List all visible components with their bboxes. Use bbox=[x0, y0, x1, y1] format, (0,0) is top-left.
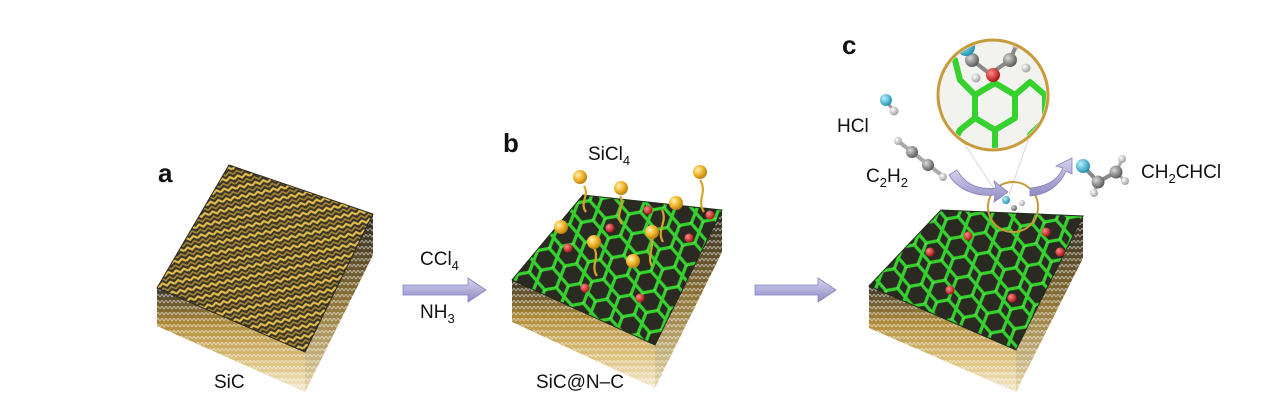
sic-n-c-label: SiC@N–C bbox=[536, 372, 624, 393]
sic-label: SiC bbox=[214, 372, 245, 393]
c2h2-sub2: 2 bbox=[900, 175, 908, 190]
hcl-label: HCl bbox=[837, 116, 869, 137]
sicl4-main: SiCl bbox=[588, 144, 623, 165]
sicl4-label: SiCl4 bbox=[588, 144, 630, 167]
ch2chcl-sub: 2 bbox=[1168, 171, 1176, 186]
sicl4-leaving-molecules bbox=[582, 179, 705, 277]
nitrogen-dopant-atoms-c bbox=[925, 227, 1065, 303]
sic-n-c-slab bbox=[511, 194, 723, 388]
c2h2-label: C2H2 bbox=[866, 166, 908, 189]
c2h2-sub1: 2 bbox=[879, 175, 887, 190]
reagent-nh3-sub: 3 bbox=[447, 311, 455, 326]
panel-letter-c: c bbox=[842, 30, 857, 60]
reaction-arrow-ab bbox=[402, 277, 487, 303]
silicon-atom-balls bbox=[554, 165, 707, 268]
reagent-nh3-label: NH3 bbox=[420, 302, 455, 325]
catalyst-slab bbox=[868, 209, 1084, 392]
reagent-nh3-main: NH bbox=[420, 302, 448, 323]
c2h2-h: H bbox=[886, 166, 901, 187]
reagent-ccl4-sub: 4 bbox=[451, 258, 459, 273]
ch2chcl-label: CH2CHCl bbox=[1141, 162, 1222, 185]
c2h2-c: C bbox=[866, 166, 880, 187]
reagent-ccl4-main: CCl bbox=[420, 249, 452, 270]
ch2chcl-ch: CH bbox=[1141, 162, 1169, 183]
hcl-molecule bbox=[880, 94, 899, 116]
nitrogen-dopant-atoms-b bbox=[563, 205, 715, 303]
sicl4-sub: 4 bbox=[622, 153, 631, 168]
panel-letter-a: a bbox=[158, 158, 173, 188]
ch2chcl-tail: CHCl bbox=[1175, 162, 1222, 183]
zoomed-active-site bbox=[936, 38, 1050, 152]
reagent-ccl4-label: CCl4 bbox=[420, 249, 459, 272]
vinyl-chloride-molecule bbox=[1076, 155, 1129, 197]
desorption-arrow bbox=[1029, 157, 1073, 197]
panel-letter-b: b bbox=[503, 128, 519, 158]
sic-slab bbox=[156, 164, 374, 392]
adsorption-arrow bbox=[948, 169, 1009, 203]
reaction-arrow-bc bbox=[754, 277, 837, 303]
c2h2-molecule bbox=[894, 137, 947, 181]
